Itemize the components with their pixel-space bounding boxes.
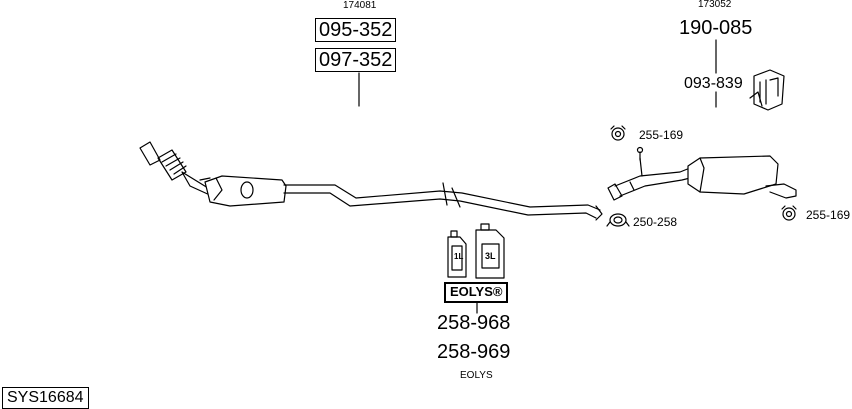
part-095-352[interactable]: 095-352 [315, 18, 397, 42]
reference-number-right: 173052 [698, 0, 732, 10]
rear-connector-pipe [607, 146, 691, 201]
front-flex-pipe [139, 141, 213, 197]
rear-silencer [687, 155, 797, 199]
part-190-085[interactable]: 190-085 [679, 17, 753, 39]
middle-pipe [283, 182, 603, 221]
part-255-169-top[interactable]: 255-169 [639, 128, 684, 142]
system-code-label: SYS16684 [2, 387, 89, 409]
particle-filter [199, 175, 287, 207]
part-097-352[interactable]: 097-352 [315, 48, 397, 72]
mounting-bracket-icon [749, 69, 785, 111]
additive-bottle-1l-icon [447, 230, 467, 278]
eolys-badge: EOLYS® [444, 282, 509, 303]
part-093-839[interactable]: 093-839 [684, 75, 743, 92]
bottle-1l-label: 1L [454, 252, 464, 261]
clamp-255-169-right-icon [781, 205, 797, 221]
bottle-3l-label: 3L [485, 251, 496, 261]
reference-number-left: 174081 [343, 0, 377, 11]
clamp-255-169-top-icon [610, 125, 626, 141]
part-250-258[interactable]: 250-258 [633, 215, 678, 229]
eolys-caption: EOLYS [460, 370, 493, 381]
gasket-250-258-icon [606, 213, 630, 227]
part-258-968[interactable]: 258-968 [437, 312, 511, 334]
part-258-969[interactable]: 258-969 [437, 341, 511, 363]
part-255-169-right[interactable]: 255-169 [806, 208, 851, 222]
additive-bottle-3l-icon [475, 223, 505, 279]
